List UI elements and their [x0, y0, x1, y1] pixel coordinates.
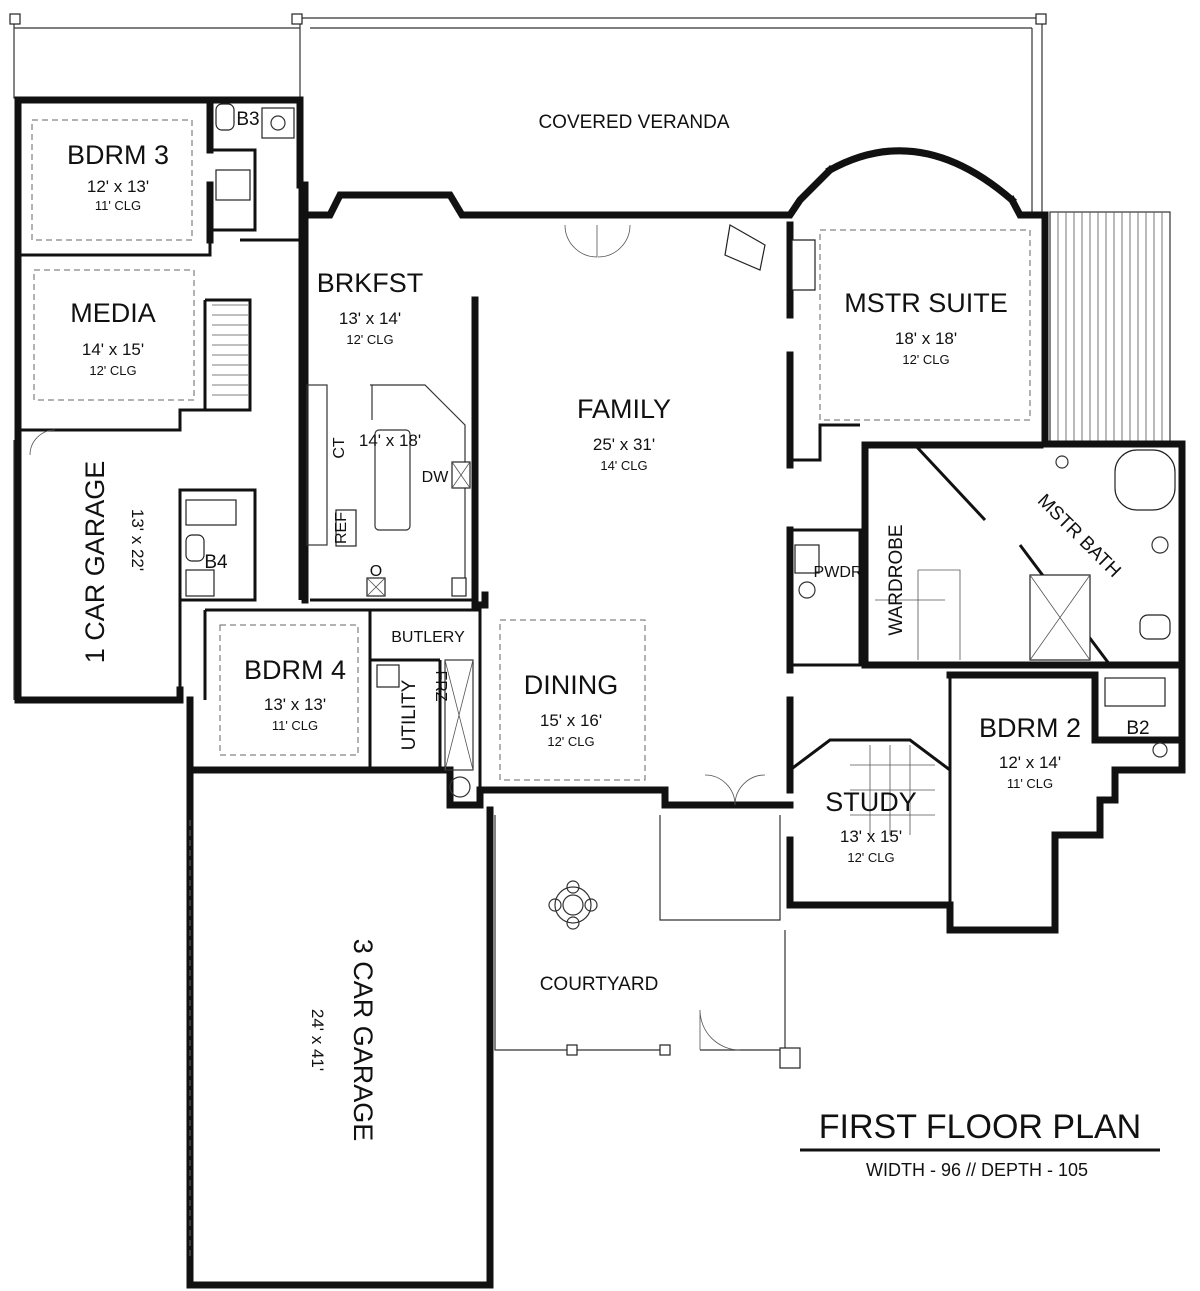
kitchen-dw-label: DW [422, 469, 450, 486]
kitchen-ct-label: CT [331, 437, 348, 459]
kitchen-oven-label: O [370, 563, 382, 580]
plan-dimensions: WIDTH - 96 // DEPTH - 105 [866, 1160, 1088, 1180]
family-size: 25' x 31' [593, 435, 655, 454]
mstr-suite-size: 18' x 18' [895, 329, 957, 348]
bdrm3-size: 12' x 13' [87, 177, 149, 196]
family-ceiling: 14' CLG [600, 458, 647, 473]
plan-title: FIRST FLOOR PLAN [819, 1108, 1141, 1146]
garage3-size: 24' x 41' [308, 1009, 327, 1071]
b4-label: B4 [204, 552, 228, 573]
kitchen-size: 14' x 18' [359, 431, 421, 450]
bdrm3-ceiling: 11' CLG [95, 198, 141, 213]
mstr-bath-label: MSTR BATH [1033, 490, 1124, 581]
b3-label: B3 [236, 109, 259, 130]
brkfst-size: 13' x 14' [339, 309, 401, 328]
study-ceiling: 12' CLG [847, 850, 894, 865]
freezer-label: FRZ [432, 670, 449, 701]
fixtures [13, 103, 1176, 1260]
bdrm4-size: 13' x 13' [264, 695, 326, 714]
b2-label: B2 [1126, 718, 1149, 739]
mstr-suite-label: MSTR SUITE [844, 288, 1008, 318]
brkfst-ceiling: 12' CLG [346, 332, 393, 347]
bdrm3-label: BDRM 3 [67, 140, 169, 170]
study-size: 13' x 15' [840, 827, 902, 846]
kitchen-ref-label: REF [333, 512, 350, 544]
bdrm2-ceiling: 11' CLG [1007, 776, 1053, 791]
family-label: FAMILY [577, 394, 671, 424]
title-block: FIRST FLOOR PLAN WIDTH - 96 // DEPTH - 1… [800, 1108, 1160, 1180]
media-size: 14' x 15' [82, 340, 144, 359]
brkfst-label: BRKFST [317, 268, 424, 298]
butlery-label: BUTLERY [391, 629, 465, 646]
utility-label: UTILITY [399, 679, 420, 750]
bdrm4-label: BDRM 4 [244, 655, 346, 685]
bdrm4-ceiling: 11' CLG [272, 718, 318, 733]
media-ceiling: 12' CLG [89, 363, 136, 378]
dining-ceiling: 12' CLG [547, 734, 594, 749]
dining-label: DINING [524, 670, 619, 700]
garage1-label: 1 CAR GARAGE [80, 461, 110, 664]
bdrm2-label: BDRM 2 [979, 713, 1081, 743]
mstr-suite-ceiling: 12' CLG [902, 352, 949, 367]
courtyard-label: COURTYARD [540, 974, 659, 995]
wardrobe-label: WARDROBE [886, 524, 907, 635]
dining-size: 15' x 16' [540, 711, 602, 730]
media-label: MEDIA [70, 298, 156, 328]
pwdr-label: PWDR [814, 564, 863, 581]
bdrm2-size: 12' x 14' [999, 753, 1061, 772]
side-deck [1049, 211, 1171, 445]
covered-veranda-label: COVERED VERANDA [538, 112, 729, 133]
covered-veranda: COVERED VERANDA [9, 13, 1047, 212]
study-label: STUDY [825, 787, 917, 817]
room-labels: BDRM 3 12' x 13' 11' CLG B3 MEDIA 14' x … [67, 109, 1150, 1141]
garage3-label: 3 CAR GARAGE [348, 939, 378, 1142]
garage1-size: 13' x 22' [128, 509, 147, 571]
